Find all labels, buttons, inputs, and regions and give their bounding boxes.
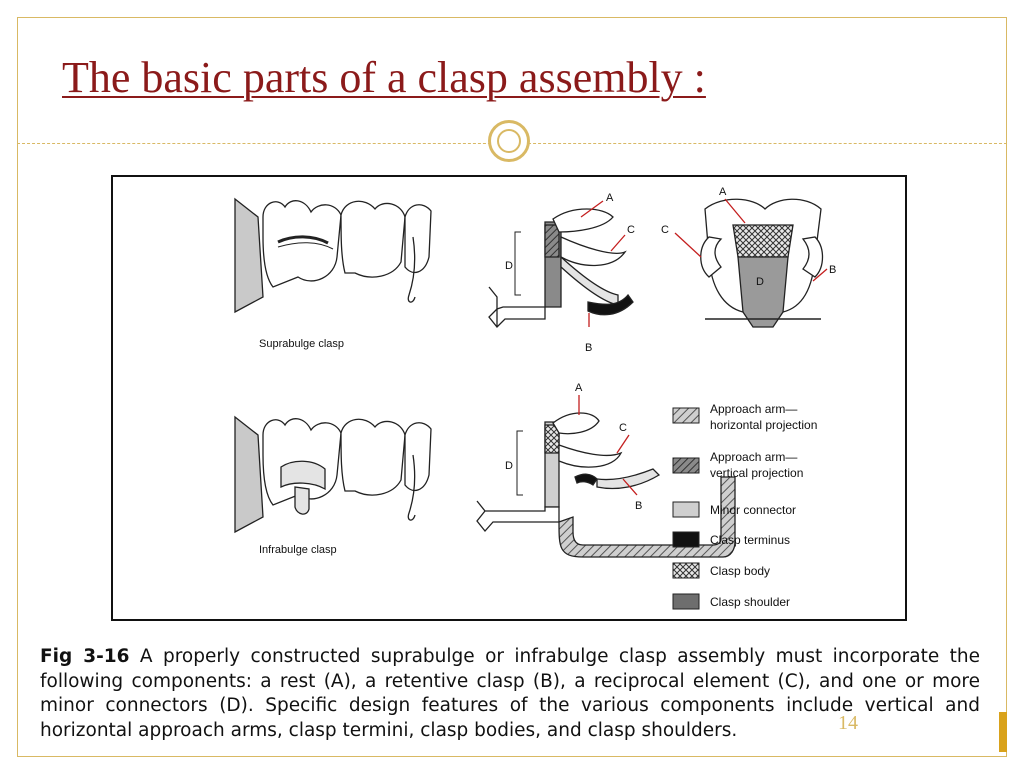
legend-swatch-terminus (672, 531, 700, 548)
legend-swatch-minor-connector (672, 501, 700, 518)
figure-caption: Fig 3-16 A properly constructed suprabul… (40, 645, 980, 743)
clasp-diagram: Suprabulge clasp A C D B A C D B (234, 186, 836, 610)
legend-body: Clasp body (710, 564, 770, 578)
legend-shoulder: Clasp shoulder (710, 595, 790, 609)
infrabulge-label: Infrabulge clasp (259, 544, 337, 556)
occlusal-letter-a: A (719, 186, 727, 198)
legend-terminus: Clasp terminus (710, 533, 790, 547)
legend-vertical-line1: Approach arm— (710, 450, 797, 464)
supra-letter-c: C (627, 224, 635, 236)
occlusal-letter-callouts (674, 198, 828, 282)
legend-horizontal-line1: Approach arm— (710, 402, 797, 416)
occlusal-view-drawing (700, 198, 824, 328)
supra-letter-b: B (585, 342, 592, 354)
suprabulge-label: Suprabulge clasp (259, 338, 344, 350)
infra-letter-b: B (635, 500, 642, 512)
circle-ornament-icon (488, 120, 530, 162)
suprabulge-clasp-drawing (488, 208, 634, 328)
accent-bar (999, 712, 1007, 752)
infrabulge-teeth-drawing (234, 415, 432, 534)
infra-letter-a: A (575, 382, 583, 394)
legend-swatch-vertical (672, 457, 700, 474)
infrabulge-d-bracket (516, 430, 523, 496)
infrabulge-clasp-drawing (476, 412, 736, 558)
legend-minor-connector: Minor connector (710, 503, 796, 517)
occlusal-letter-c: C (661, 224, 669, 236)
occlusal-letter-b: B (829, 264, 836, 276)
clasp-figure: Suprabulge clasp A C D B A C D B (111, 175, 907, 621)
slide-frame (17, 17, 1007, 757)
supra-letter-d: D (505, 260, 513, 272)
supra-letter-a: A (606, 192, 614, 204)
legend-swatch-shoulder (672, 593, 700, 610)
page-number: 14 (838, 712, 858, 734)
infrabulge-letter-callouts (578, 395, 638, 496)
legend-horizontal-line2: horizontal projection (710, 418, 817, 432)
suprabulge-letter-callouts (580, 200, 626, 327)
slide-title: The basic parts of a clasp assembly : (62, 53, 706, 102)
suprabulge-teeth-drawing (234, 197, 432, 314)
suprabulge-d-bracket (514, 231, 521, 296)
occlusal-letter-d: D (756, 276, 764, 288)
legend-swatch-horizontal (672, 407, 700, 424)
figure-legend: Approach arm— horizontal projection Appr… (672, 402, 817, 610)
caption-text: A properly constructed suprabulge or inf… (40, 646, 980, 741)
infra-letter-c: C (619, 422, 627, 434)
infra-letter-d: D (505, 460, 513, 472)
legend-swatch-body (672, 562, 700, 579)
figure-number: Fig 3-16 (40, 646, 130, 667)
legend-vertical-line2: vertical projection (710, 466, 803, 480)
